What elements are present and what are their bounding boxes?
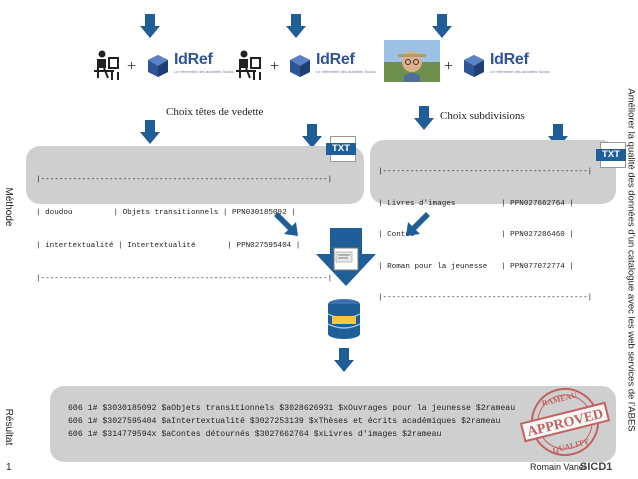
resultat-side-label: Résultat <box>3 408 14 446</box>
down-arrow-icon <box>302 124 322 148</box>
plus-sign: + <box>444 58 454 75</box>
idref-wordmark: IdRef <box>490 51 529 68</box>
page-number: 1 <box>6 462 12 473</box>
idref-logo: IdRef Le référentiel des autorités Sudoc <box>462 51 560 80</box>
idref-cube-icon <box>148 55 168 77</box>
result-line: 606 1# $314779594x $aContes détournés $3… <box>68 430 442 439</box>
process-arrow-icon <box>316 228 376 286</box>
down-arrow-icon <box>286 14 306 38</box>
sicd-logo: SICD1 <box>580 461 613 473</box>
down-arrow-icon <box>140 14 160 38</box>
txt-file-icon: TXT <box>596 142 628 168</box>
headings-table-panel: |---------------------------------------… <box>26 146 364 283</box>
heading-choice-label: Choix têtes de vedette <box>166 106 264 118</box>
plus-sign: + <box>270 58 280 75</box>
txt-file-icon: TXT <box>326 136 358 162</box>
idref-tagline: Le référentiel des autorités Sudoc <box>174 69 234 74</box>
down-arrow-icon <box>432 14 452 38</box>
subdivisions-table-panel: |---------------------------------------… <box>370 140 616 302</box>
table-row: | Roman pour la jeunesse | PPN077072774 … <box>378 262 574 271</box>
headings-table: |---------------------------------------… <box>36 153 332 307</box>
idref-logo: IdRef Le référentiel des autorités Sudoc <box>288 51 386 80</box>
result-line: 606 1# $3027595404 $aIntertextualité $30… <box>68 417 501 426</box>
methode-side-label: Méthode <box>3 187 14 227</box>
approved-stamp: RAMEAU APPROVED QUALITY <box>519 388 611 456</box>
idref-wordmark: IdRef <box>316 51 355 68</box>
table-separator: |---------------------------------------… <box>378 294 593 302</box>
table-row: | Livres d'images | PPN027662764 | <box>378 199 574 208</box>
person-photo <box>384 40 440 82</box>
idref-tagline: Le référentiel des autorités Sudoc <box>490 69 550 74</box>
result-line: 606 1# $3030185092 $aObjets transitionne… <box>68 404 516 413</box>
slide-title-vertical: Améliorer la qualité des données d’un ca… <box>625 88 637 432</box>
person-at-computer-icon <box>94 50 119 80</box>
table-separator: |---------------------------------------… <box>36 275 333 283</box>
idref-cube-icon <box>290 55 310 77</box>
stamp-bottom-text: QUALITY <box>552 437 591 455</box>
author-name: Romain Vanel <box>530 462 586 472</box>
results-panel: 606 1# $3030185092 $aObjets transitionne… <box>50 386 616 462</box>
person-at-computer-icon <box>236 50 261 80</box>
subdivision-choice-label: Choix subdivisions <box>440 110 525 122</box>
stamp-top-text: RAMEAU <box>541 390 578 407</box>
table-separator: |---------------------------------------… <box>378 168 593 176</box>
down-arrow-icon <box>334 348 354 372</box>
diagonal-arrow-icon <box>406 212 430 236</box>
table-row: | doudou | Objets transitionnels | PPN03… <box>36 209 296 217</box>
table-row: | intertextualité | Intertextualité | PP… <box>36 242 301 250</box>
database-icon <box>327 299 361 339</box>
idref-tagline: Le référentiel des autorités Sudoc <box>316 69 376 74</box>
idref-cube-icon <box>464 55 484 77</box>
table-separator: |---------------------------------------… <box>36 176 333 184</box>
plus-sign: + <box>127 58 137 75</box>
idref-wordmark: IdRef <box>174 51 213 68</box>
idref-logo: IdRef Le référentiel des autorités Sudoc <box>146 51 244 80</box>
subdivisions-table: |---------------------------------------… <box>378 146 592 325</box>
down-arrow-icon <box>140 120 160 144</box>
table-row: | Contes | PPN027286460 | <box>378 231 574 239</box>
diagonal-arrow-icon <box>274 212 298 236</box>
down-arrow-icon <box>414 106 434 130</box>
